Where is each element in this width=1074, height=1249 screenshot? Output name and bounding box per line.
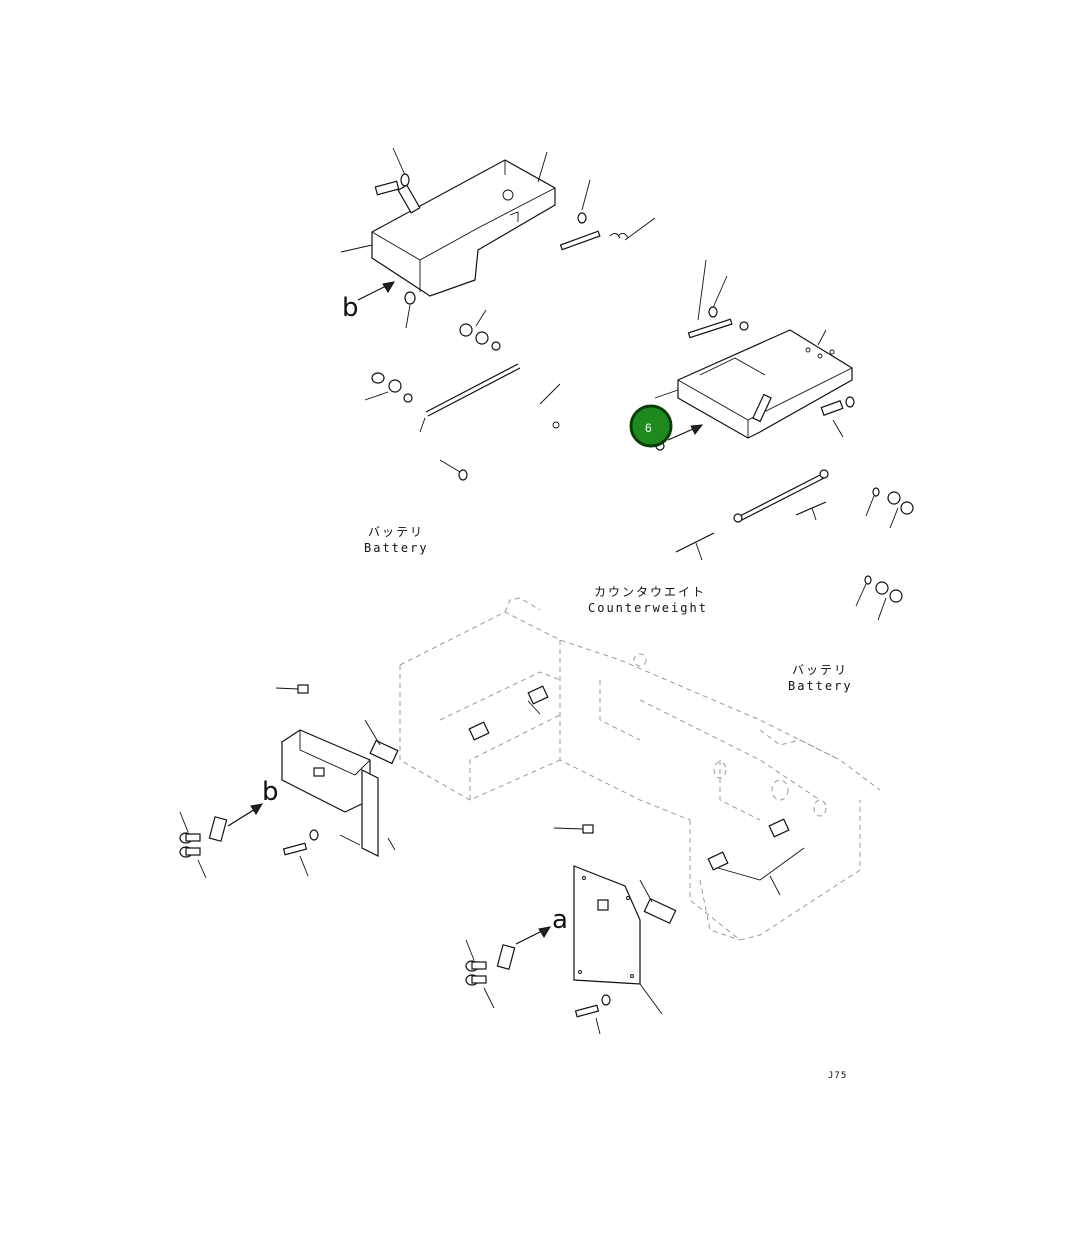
marker-b-bottom: b: [262, 777, 279, 807]
battery-cover-left: [371, 159, 556, 297]
arrow-b-bottom: [227, 803, 263, 827]
counterweight-jp: カウンタウエイト: [594, 585, 706, 599]
battery-tray-right: [677, 329, 853, 439]
hardware-right-mid: [855, 487, 914, 621]
hardware-lower-left: [179, 811, 319, 879]
hotspot-number: 6: [645, 421, 652, 435]
battery-box-lower-left: [281, 719, 399, 857]
bolts-top-left: [374, 173, 629, 351]
marker-b-top: b: [342, 293, 359, 323]
arrow-a-bottom: [515, 926, 551, 945]
rod-left: [364, 363, 561, 481]
corner-code: J75: [828, 1071, 847, 1081]
cover-plate-lower: [573, 865, 677, 1015]
chassis-pads: [468, 685, 805, 896]
hotspot-6[interactable]: 6: [629, 404, 673, 448]
battery-right-jp: バッテリ: [792, 663, 848, 677]
battery-top-en: Battery: [364, 541, 429, 555]
hardware-lower-center: [465, 939, 611, 1035]
small-bolts-ghost: [275, 684, 594, 834]
battery-top-jp: バッテリ: [368, 525, 424, 539]
chassis-ghost-frame: [399, 597, 881, 941]
leader-lines-top-left: [340, 147, 656, 253]
hardware-right-tray: [687, 306, 855, 416]
cables: [675, 469, 829, 561]
arrow-b-top: [357, 281, 395, 301]
leader-lines-right-tray: [654, 259, 844, 438]
counterweight-en: Counterweight: [588, 601, 708, 615]
battery-right-en: Battery: [788, 679, 853, 693]
marker-a: a: [552, 905, 568, 935]
